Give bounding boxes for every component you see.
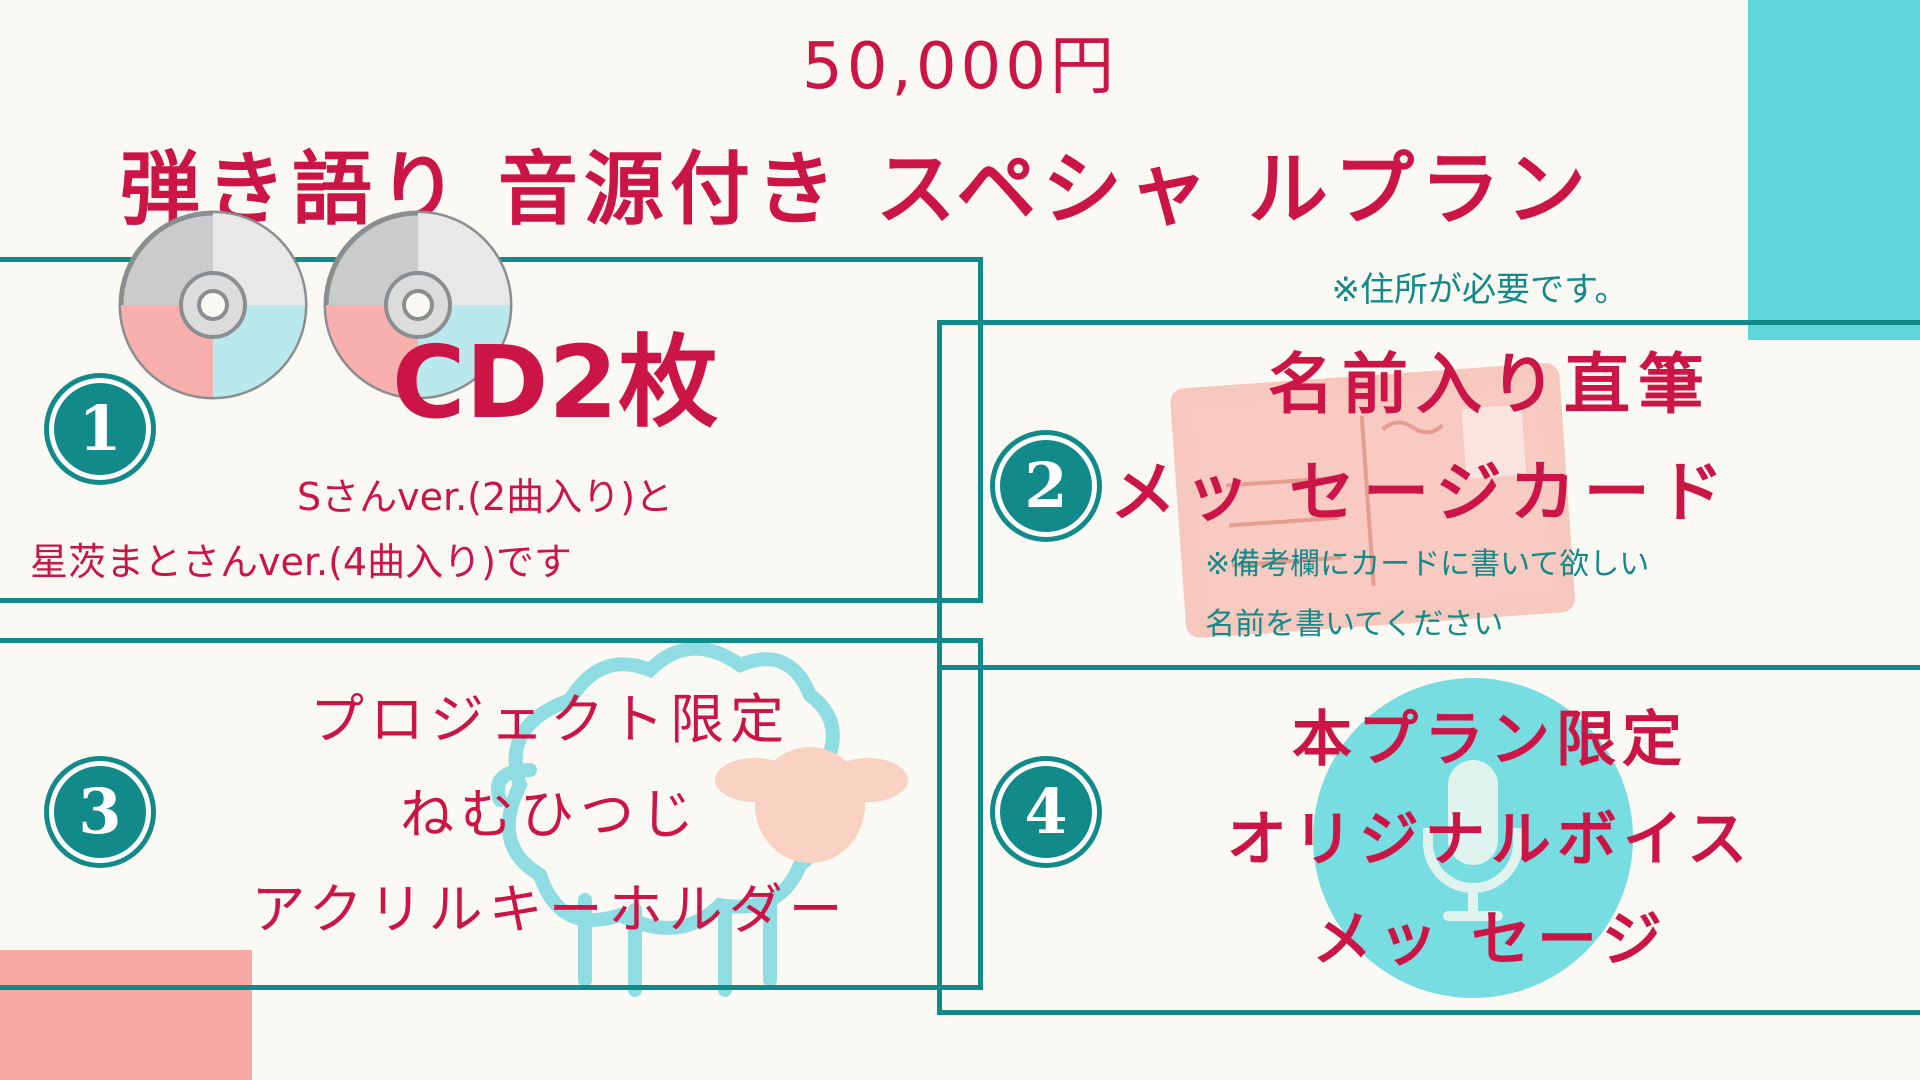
item-4-number-badge: 4 xyxy=(1000,766,1092,858)
item-1-line-1: Sさんver.(2曲入り)と xyxy=(296,475,674,519)
microphone-icon xyxy=(1313,678,1633,998)
item-4-panel xyxy=(937,665,1920,1015)
item-2-note-2: 名前を書いてください xyxy=(1205,607,1504,642)
address-note: ※住所が必要です。 xyxy=(1331,270,1629,310)
cd-icon xyxy=(118,210,513,400)
item-1-title: CD2枚 xyxy=(392,324,718,441)
item-4-line-1: 本プラン限定 xyxy=(1292,705,1688,775)
item-2-line-1: 名前入り直筆 xyxy=(1268,346,1712,423)
plan-title: 弾き語り 音源付き スペシャ ルプラン xyxy=(120,143,1592,236)
item-3-panel xyxy=(0,638,983,990)
postcard-icon xyxy=(1170,363,1575,638)
sheep-icon xyxy=(491,641,908,997)
item-2-number-badge: 2 xyxy=(1000,440,1092,532)
price-heading: 50,000円 xyxy=(802,30,1118,104)
item-2-note-1: ※備考欄にカードに書いて欲しい xyxy=(1205,547,1650,582)
item-3-line-1: プロジェクト限定 xyxy=(310,688,790,751)
item-2-line-2: メッ セージカード xyxy=(1110,454,1732,531)
teal-corner-block xyxy=(1748,0,1920,340)
item-1-number-badge: 1 xyxy=(54,383,146,475)
item-3-number-badge: 3 xyxy=(54,766,146,858)
item-1-line-2: 星茨まとさんver.(4曲入り)です xyxy=(30,540,572,584)
item-3-line-3: アクリルキーホルダー xyxy=(251,878,849,941)
item-4-line-3: メッ セージ xyxy=(1312,905,1668,975)
item-4-line-2: オリジナルボイス xyxy=(1226,805,1754,875)
item-3-line-2: ねむひつじ xyxy=(400,783,700,846)
pink-corner-block xyxy=(0,950,252,1080)
